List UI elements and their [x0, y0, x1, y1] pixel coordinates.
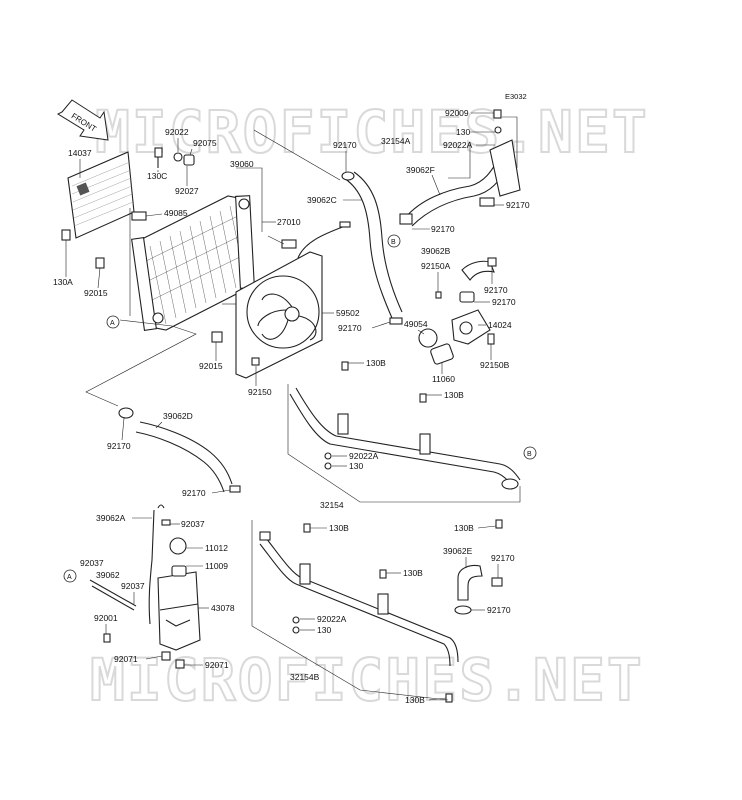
label-39062b: 39062B	[421, 246, 451, 256]
label-92170-b2: 92170	[484, 285, 508, 295]
label-92027: 92027	[175, 186, 199, 196]
label-130b-2: 130B	[444, 390, 464, 400]
label-92170-b1: 92170	[431, 224, 455, 234]
label-11012: 11012	[205, 543, 228, 553]
label-92071-left: 92071	[114, 654, 138, 664]
hose-39062a	[148, 504, 171, 625]
label-92015-left: 92015	[84, 288, 108, 298]
bolt-92150	[251, 357, 260, 366]
label-92022: 92022	[165, 127, 189, 137]
label-92170-f: 92170	[506, 200, 530, 210]
callout-b-pipe: B	[523, 446, 537, 460]
label-92170-e: 92170	[182, 488, 206, 498]
thermostat-housing	[418, 291, 495, 365]
label-130c: 130C	[147, 171, 167, 181]
radiator-screen	[67, 151, 135, 239]
label-130b-3: 130B	[454, 523, 474, 533]
label-130-mid: 130	[349, 461, 363, 471]
label-92015-mid: 92015	[199, 361, 223, 371]
label-92170-m: 92170	[338, 323, 362, 333]
label-39062c: 39062C	[307, 195, 337, 205]
label-130b-4: 130B	[329, 523, 349, 533]
label-130-top: 130	[456, 127, 470, 137]
label-92075: 92075	[193, 138, 217, 148]
label-130b-6: 130B	[405, 695, 425, 705]
label-39060: 39060	[230, 159, 254, 169]
label-130b-5: 130B	[403, 568, 423, 578]
label-27010: 27010	[277, 217, 301, 227]
pipe-32154b	[259, 523, 459, 703]
thermostat-fitting-top	[489, 109, 521, 197]
fan-assembly	[235, 221, 351, 379]
watermark-bottom: MICROFICHES.NET	[90, 646, 644, 714]
bolt-130a	[61, 229, 71, 241]
bolt-130c	[154, 147, 163, 168]
label-32154a: 32154A	[381, 136, 411, 146]
label-92150a: 92150A	[421, 261, 451, 271]
pipe-32154	[289, 361, 521, 529]
part-labels: 92009 130 32154A 92022A 92170 39062F 921…	[53, 108, 530, 705]
label-130-bottom: 130	[317, 625, 331, 635]
hose-39062e	[454, 564, 503, 615]
svg-text:B: B	[527, 451, 532, 458]
svg-text:B: B	[391, 239, 396, 246]
hose-39062b	[461, 257, 497, 281]
label-92022a-mid: 92022A	[349, 451, 379, 461]
label-92009: 92009	[445, 108, 469, 118]
hose-39062c	[341, 171, 403, 325]
label-92037-c: 92037	[121, 581, 145, 591]
grommet-92075	[183, 154, 195, 166]
clip-92015-left	[95, 257, 105, 269]
label-32154b: 32154B	[290, 672, 320, 682]
label-32154: 32154	[320, 500, 344, 510]
label-39062a: 39062A	[96, 513, 126, 523]
label-59502: 59502	[336, 308, 360, 318]
label-92170-g: 92170	[491, 553, 515, 563]
label-92022a-top: 92022A	[443, 140, 473, 150]
label-39062d: 39062D	[163, 411, 193, 421]
label-92170-d: 92170	[107, 441, 131, 451]
label-92170-h: 92170	[487, 605, 511, 615]
fan-switch	[267, 235, 297, 249]
bracket-49085	[131, 211, 147, 221]
label-49085: 49085	[164, 208, 188, 218]
radiator	[131, 195, 255, 332]
label-92037-b: 92037	[80, 558, 104, 568]
hose-39062d	[118, 407, 241, 493]
callout-a-radiator: A	[106, 315, 120, 329]
label-92071-right: 92071	[205, 660, 229, 670]
label-11060: 11060	[432, 374, 455, 384]
label-92037-a: 92037	[181, 519, 205, 529]
washer-92022	[173, 152, 183, 162]
label-130a: 130A	[53, 277, 73, 287]
label-130b-1: 130B	[366, 358, 386, 368]
label-92022a-bottom: 92022A	[317, 614, 347, 624]
label-43078: 43078	[211, 603, 235, 613]
clip-92015-mid	[211, 331, 223, 343]
label-49054: 49054	[404, 319, 428, 329]
callout-a-tank: A	[63, 569, 77, 583]
callout-b-top: B	[387, 234, 401, 248]
label-14024: 14024	[488, 320, 512, 330]
group-brackets	[85, 116, 521, 701]
label-39062: 39062	[96, 570, 120, 580]
hose-39062	[89, 579, 137, 643]
label-14037: 14037	[68, 148, 92, 158]
diagram-code: E3032	[505, 92, 527, 101]
label-92170-top: 92170	[333, 140, 357, 150]
label-92150b: 92150B	[480, 360, 510, 370]
label-11009: 11009	[205, 561, 228, 571]
label-92001: 92001	[94, 613, 118, 623]
svg-text:A: A	[110, 320, 115, 327]
label-92150: 92150	[248, 387, 272, 397]
svg-text:A: A	[67, 574, 72, 581]
label-39062e: 39062E	[443, 546, 473, 556]
label-92170-b3: 92170	[492, 297, 516, 307]
label-39062f: 39062F	[406, 165, 435, 175]
